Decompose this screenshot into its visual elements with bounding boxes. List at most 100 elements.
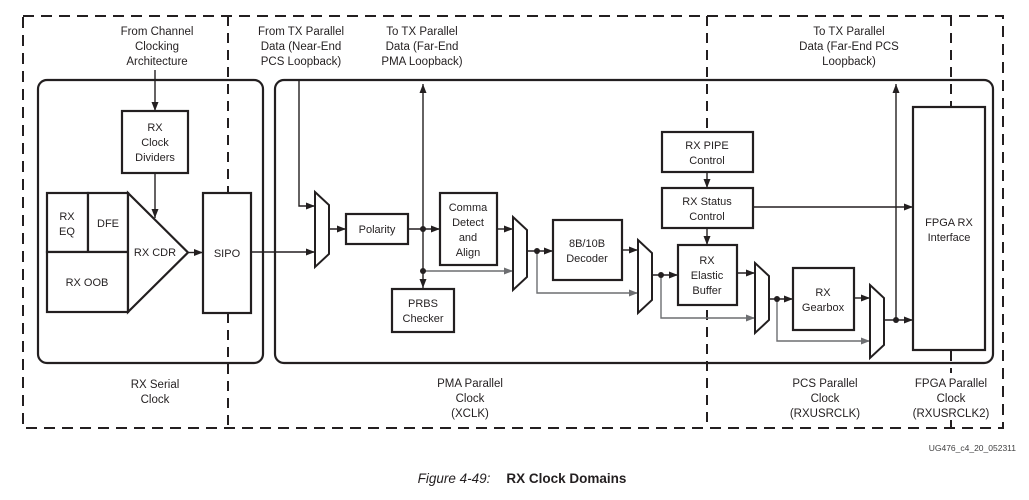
junction-dot	[534, 248, 540, 254]
label-line: Clocking	[135, 41, 179, 53]
label-line: Data (Far-End	[386, 41, 459, 53]
label-line: To TX Parallel	[386, 26, 457, 38]
label-line: From TX Parallel	[258, 26, 344, 38]
block-rx-pipe-control-label: RX PIPE	[685, 140, 728, 152]
mux-1	[314, 189, 330, 270]
block-sipo-label: SIPO	[214, 248, 241, 260]
figure-watermark: UG476_c4_20_052311	[929, 443, 1017, 453]
wire-bypass-elastic-buffer	[660, 275, 755, 322]
domain-dividers	[227, 16, 952, 428]
domain-label-rx-serial-clock: RX Serial Clock	[131, 379, 180, 406]
block-rx-oob-label: RX OOB	[66, 277, 109, 289]
block-rx-clock-dividers-label: Clock	[141, 137, 169, 149]
block-prbs-checker	[390, 287, 456, 334]
block-rx-elastic-buffer-label: Buffer	[692, 285, 721, 297]
muxes	[314, 189, 885, 361]
wire-bypass-8b10b	[536, 251, 638, 297]
block-rx-cdr-triangle	[126, 190, 190, 315]
block-fpga-rx-interface-label: FPGA RX	[925, 217, 973, 229]
parallel-section-container	[273, 78, 995, 365]
block-comma-detect-label: Align	[456, 247, 480, 259]
junction-dot	[420, 268, 426, 274]
label-line: From Channel	[121, 26, 194, 38]
label-line: Clock	[811, 393, 840, 405]
label-line: To TX Parallel	[813, 26, 884, 38]
junction-dot	[420, 226, 426, 232]
block-rx-pipe-control-label: Control	[689, 155, 724, 167]
label-line: (XCLK)	[451, 408, 489, 420]
outer-boundary	[22, 15, 1004, 429]
bypass-wires	[423, 251, 870, 345]
junction-dots	[420, 226, 899, 323]
mux-3	[637, 237, 653, 316]
block-dfe-label: DFE	[97, 218, 119, 230]
wire-bypass-gearbox	[776, 299, 870, 345]
block-rx-gearbox	[791, 266, 856, 332]
block-polarity-label: Polarity	[359, 224, 396, 236]
figure-caption: Figure 4-49: RX Clock Domains	[418, 471, 627, 486]
figure-caption-title: RX Clock Domains	[506, 471, 626, 486]
junction-dot	[774, 296, 780, 302]
label-line: PCS Parallel	[792, 378, 857, 390]
label-line: (RXUSRCLK)	[790, 408, 860, 420]
block-comma-detect-label: Detect	[452, 217, 484, 229]
label-line: Clock	[937, 393, 966, 405]
label-line: PCS Loopback)	[261, 56, 342, 68]
label-line: (RXUSRCLK2)	[913, 408, 990, 420]
block-rx-clock-dividers-label: RX	[147, 122, 163, 134]
block-fpga-rx-interface-label: Interface	[928, 232, 971, 244]
label-line: Architecture	[126, 56, 187, 68]
blocks: RX Clock Dividers RX EQ DFE RX OOB RX CD…	[45, 105, 987, 352]
block-sipo	[201, 191, 253, 315]
clock-domain-labels: RX Serial Clock PMA Parallel Clock (XCLK…	[131, 378, 990, 420]
block-rx-eq-label: EQ	[59, 226, 75, 238]
block-comma-detect-label: and	[459, 232, 477, 244]
block-fpga-rx-interface	[911, 105, 987, 352]
wire-near-end-pcs-loopback-in	[298, 81, 315, 210]
block-rx-status-control-label: RX Status	[682, 196, 732, 208]
block-rx-eq-label: RX	[59, 211, 75, 223]
block-rx-status-control	[660, 186, 755, 230]
label-near-end-pcs-loopback: From TX Parallel Data (Near-End PCS Loop…	[258, 26, 344, 68]
block-rx-clock-dividers-label: Dividers	[135, 152, 175, 164]
label-line: Data (Far-End PCS	[799, 41, 899, 53]
label-line: PMA Loopback)	[381, 56, 462, 68]
block-prbs-checker-label: Checker	[403, 313, 444, 325]
block-rx-elastic-buffer-label: RX	[699, 255, 715, 267]
label-line: Data (Near-End	[261, 41, 342, 53]
block-prbs-checker-label: PRBS	[408, 298, 438, 310]
junction-dot	[893, 317, 899, 323]
top-labels: From Channel Clocking Architecture From …	[121, 26, 900, 68]
block-polarity	[344, 212, 410, 246]
label-line: FPGA Parallel	[915, 378, 987, 390]
block-rx-pipe-control	[660, 130, 755, 174]
label-far-end-pcs-loopback: To TX Parallel Data (Far-End PCS Loopbac…	[799, 26, 899, 68]
block-rx-gearbox-label: RX	[815, 287, 831, 299]
block-rx-elastic-buffer-label: Elastic	[691, 270, 724, 282]
label-line: Clock	[456, 393, 485, 405]
mux-5	[869, 282, 885, 361]
block-comma-detect-label: Comma	[449, 202, 488, 214]
mux-2	[512, 214, 528, 293]
domain-label-pma-parallel-clock: PMA Parallel Clock (XCLK)	[437, 378, 503, 420]
block-rx-status-control-label: Control	[689, 211, 724, 223]
block-8b10b-decoder	[551, 218, 624, 282]
domain-label-pcs-parallel-clock: PCS Parallel Clock (RXUSRCLK)	[790, 378, 860, 420]
block-rx-clock-dividers	[120, 109, 190, 175]
label-from-channel-clocking: From Channel Clocking Architecture	[121, 26, 194, 68]
label-line: PMA Parallel	[437, 378, 503, 390]
block-rx-cdr-label: RX CDR	[134, 247, 176, 259]
block-8b10b-decoder-label: Decoder	[566, 253, 608, 265]
label-line: RX Serial	[131, 379, 180, 391]
block-rx-gearbox-label: Gearbox	[802, 302, 845, 314]
label-far-end-pma-loopback: To TX Parallel Data (Far-End PMA Loopbac…	[381, 26, 462, 68]
block-comma-detect-align	[438, 191, 499, 267]
rx-serial-container	[36, 78, 265, 365]
main-wires	[151, 70, 913, 324]
junction-dot	[658, 272, 664, 278]
figure-caption-number: Figure 4-49:	[418, 471, 491, 486]
mux-4	[754, 260, 770, 336]
label-line: Clock	[141, 394, 170, 406]
